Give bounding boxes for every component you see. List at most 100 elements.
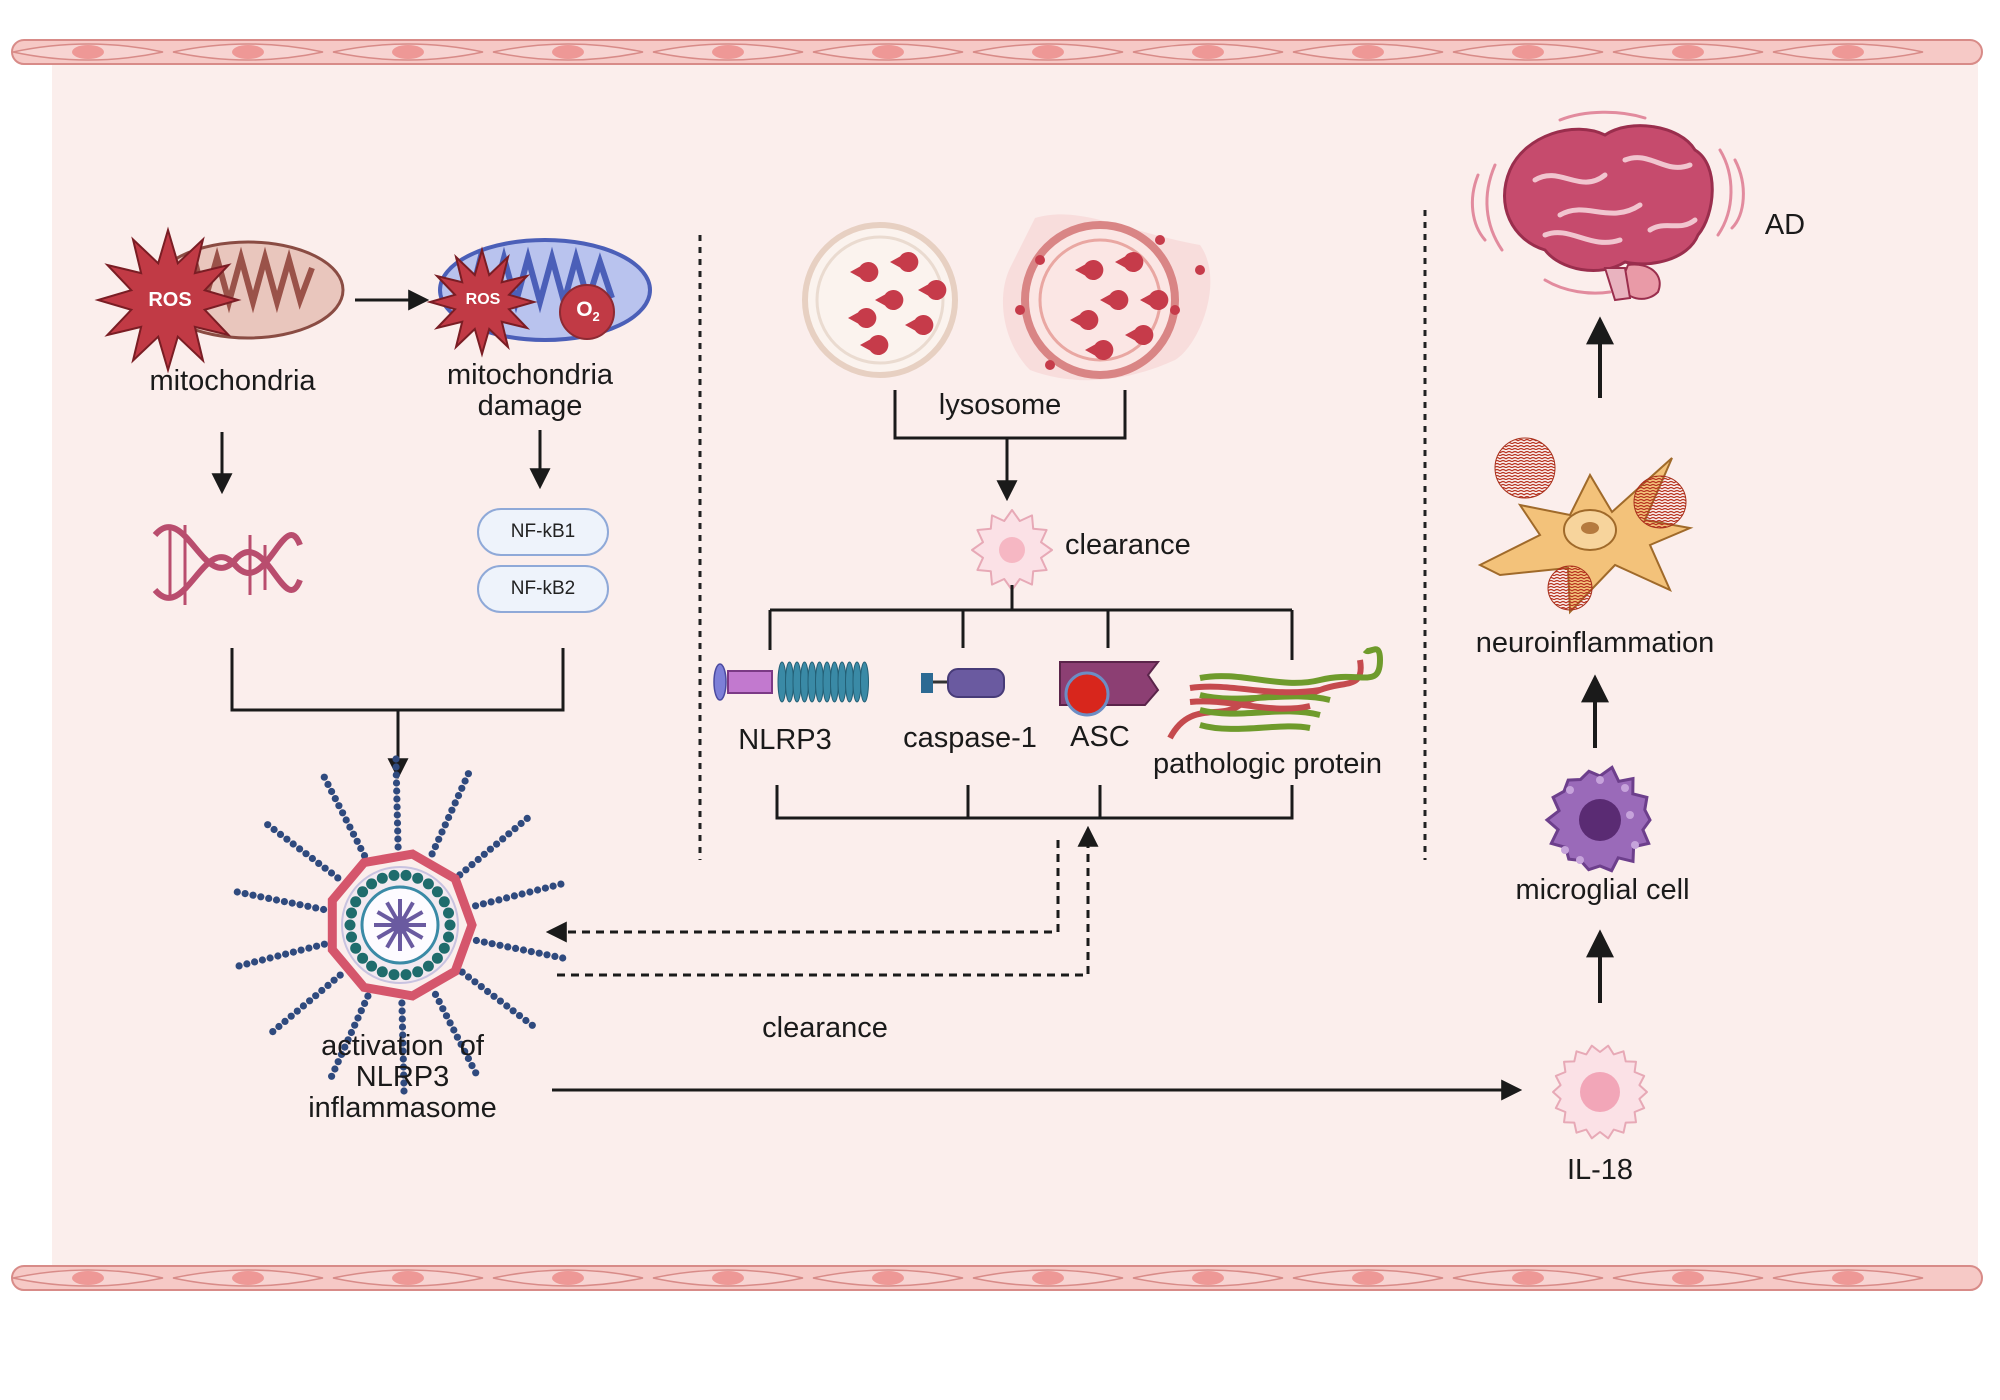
spoke-bead: [351, 1021, 359, 1029]
spoke-bead: [276, 830, 285, 839]
endothelial-nucleus: [1512, 1271, 1544, 1285]
spoke-bead: [472, 1069, 480, 1077]
bottom-vessel-wall: [11, 1265, 1983, 1291]
adapter-bead: [366, 878, 378, 890]
microglia-granule: [1596, 776, 1604, 784]
adapter-bead: [346, 907, 357, 919]
clearance-cell-icon: [971, 509, 1053, 591]
adapter-bead: [431, 886, 443, 898]
endothelial-nucleus: [872, 1271, 904, 1285]
spoke-bead: [464, 1054, 472, 1063]
clearance-top-label: clearance: [1065, 529, 1191, 561]
spoke-bead: [435, 835, 443, 843]
ros-burst-shape: [94, 226, 242, 374]
spoke-bead: [257, 893, 265, 901]
spoke-bead: [428, 850, 436, 858]
spoke-bead: [394, 827, 402, 835]
spoke-bead: [549, 882, 557, 890]
clearance-tree: [768, 585, 1294, 660]
spoke-bead: [251, 958, 259, 966]
spoke-bead: [336, 971, 344, 979]
spoke-bead: [400, 1079, 408, 1087]
spoke-bead: [446, 1019, 454, 1027]
spoke-bead: [328, 1072, 336, 1080]
core-center: [391, 916, 409, 934]
leaked-granule: [1045, 360, 1055, 370]
nfkb1-box: NF-kB1: [477, 508, 609, 556]
endothelial-nucleus: [232, 1271, 264, 1285]
spoke-bead: [241, 890, 249, 898]
superoxide-label: O2: [570, 298, 606, 324]
endothelial-nucleus: [72, 1271, 104, 1285]
adapter-bead: [412, 872, 424, 884]
spoke-bead: [468, 1062, 476, 1070]
spoke-bead: [509, 1007, 517, 1015]
adapter-bead: [366, 960, 378, 972]
spoke-bead: [454, 792, 463, 800]
spoke-bead: [297, 946, 305, 954]
adapter-bead: [344, 919, 356, 931]
spoke-bead: [306, 997, 314, 1005]
spoke-bead: [503, 894, 511, 902]
spoke-bead: [534, 886, 542, 894]
lysosome-granule: [850, 262, 879, 282]
spoke-bead: [280, 898, 288, 906]
spoke-bead: [464, 770, 472, 778]
spoke-bead: [349, 830, 358, 838]
spoke-bead: [357, 844, 365, 853]
spoke-bead: [496, 997, 504, 1005]
endothelial-nucleus: [232, 45, 264, 59]
lysosome-granule: [1070, 310, 1099, 331]
lrr-segment: [792, 661, 802, 703]
il18-cell-icon: [1552, 1044, 1648, 1140]
spoke-bead: [258, 956, 266, 964]
spoke-bead: [527, 948, 535, 956]
spoke-bead: [393, 819, 402, 827]
activation-label-line1: activation of: [321, 1030, 484, 1062]
lysosome-granule: [848, 308, 877, 328]
spoke-bead: [486, 845, 494, 853]
spoke-bead: [528, 1021, 536, 1029]
spoke-bead: [357, 1007, 365, 1015]
spoke-bead: [457, 1040, 465, 1048]
asc-protein-icon: [1059, 661, 1161, 717]
spoke-bead: [393, 787, 401, 795]
endothelial-nucleus: [1672, 45, 1704, 59]
spoke-bead: [445, 813, 453, 822]
superoxide-subscript: 2: [592, 309, 600, 325]
spoke-bead: [320, 773, 328, 781]
adapter-bead: [412, 966, 424, 978]
spoke-bead: [394, 843, 402, 851]
spoke-bead: [302, 850, 310, 858]
spoke-bead: [274, 952, 282, 960]
spoke-bead: [344, 1036, 352, 1044]
spoke-bead: [320, 905, 328, 914]
adapter-bead: [376, 872, 388, 884]
brain-icon: [1470, 110, 1745, 302]
leaked-granule: [1155, 235, 1165, 245]
adapter-bead: [357, 886, 369, 898]
spoke-bead: [505, 830, 513, 838]
microglia-granule: [1626, 811, 1634, 819]
spoke-bead: [392, 779, 401, 787]
spoke-bead: [511, 944, 520, 953]
il18-label: IL-18: [1566, 1154, 1634, 1186]
spoke-bead: [439, 1005, 447, 1013]
spoke-bead: [321, 864, 329, 872]
adapter-bead: [357, 952, 369, 964]
spoke-bead: [535, 949, 543, 957]
lysosome-granule: [875, 290, 904, 311]
leaked-granule: [1015, 305, 1025, 315]
spoke-bead: [464, 973, 473, 981]
spoke-bead: [346, 823, 354, 831]
spoke-bead: [331, 795, 339, 803]
spoke-bead: [265, 894, 273, 903]
endothelial-nucleus: [712, 1271, 744, 1285]
spoke-bead: [330, 976, 338, 984]
nfkb2-box: NF-kB2: [477, 565, 609, 613]
spoke-bead: [474, 855, 482, 864]
spoke-bead: [495, 896, 503, 904]
superoxide-icon: [559, 284, 615, 340]
spoke-bead: [453, 1033, 461, 1041]
spoke-bead: [304, 902, 312, 910]
